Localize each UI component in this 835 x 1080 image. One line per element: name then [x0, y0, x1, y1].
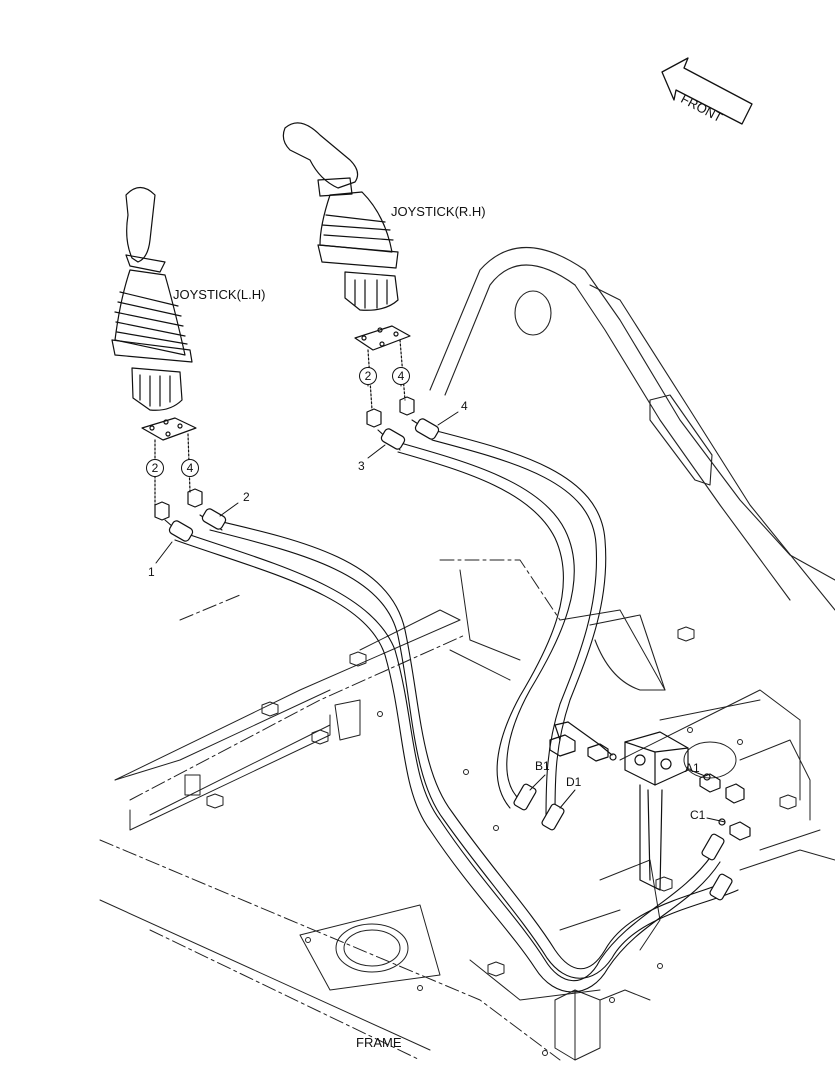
hose-4-number: 4: [461, 399, 468, 413]
hose-3-number: 3: [358, 459, 365, 473]
hose-2-number: 2: [243, 490, 250, 504]
port-d1-label: D1: [566, 775, 582, 789]
port-c1-label: C1: [690, 808, 706, 822]
hose-fittings: [168, 418, 733, 901]
valve-block: [549, 721, 751, 891]
hose-3: [377, 429, 575, 809]
joystick-rh-label: JOYSTICK(R.H): [391, 204, 486, 219]
leader-lines: [154, 369, 726, 823]
callout-circle-4-lh: 4: [181, 459, 199, 477]
callout-circle-2-rh: 2: [359, 367, 377, 385]
hose-2: [199, 514, 739, 979]
joystick-lh-label: JOYSTICK(L.H): [173, 287, 266, 302]
callout-circle-4-rh: 4: [392, 367, 410, 385]
port-b1-label: B1: [535, 759, 550, 773]
frame-label: FRAME: [356, 1035, 402, 1050]
callout-circle-2-lh: 2: [146, 459, 164, 477]
boom-arm: [429, 246, 835, 691]
joystick-rh-drawing: [282, 122, 415, 428]
port-a1-label: A1: [685, 761, 700, 775]
hose-1-number: 1: [148, 565, 155, 579]
frame-structure: [99, 559, 835, 1061]
front-arrow-icon: [661, 57, 753, 125]
